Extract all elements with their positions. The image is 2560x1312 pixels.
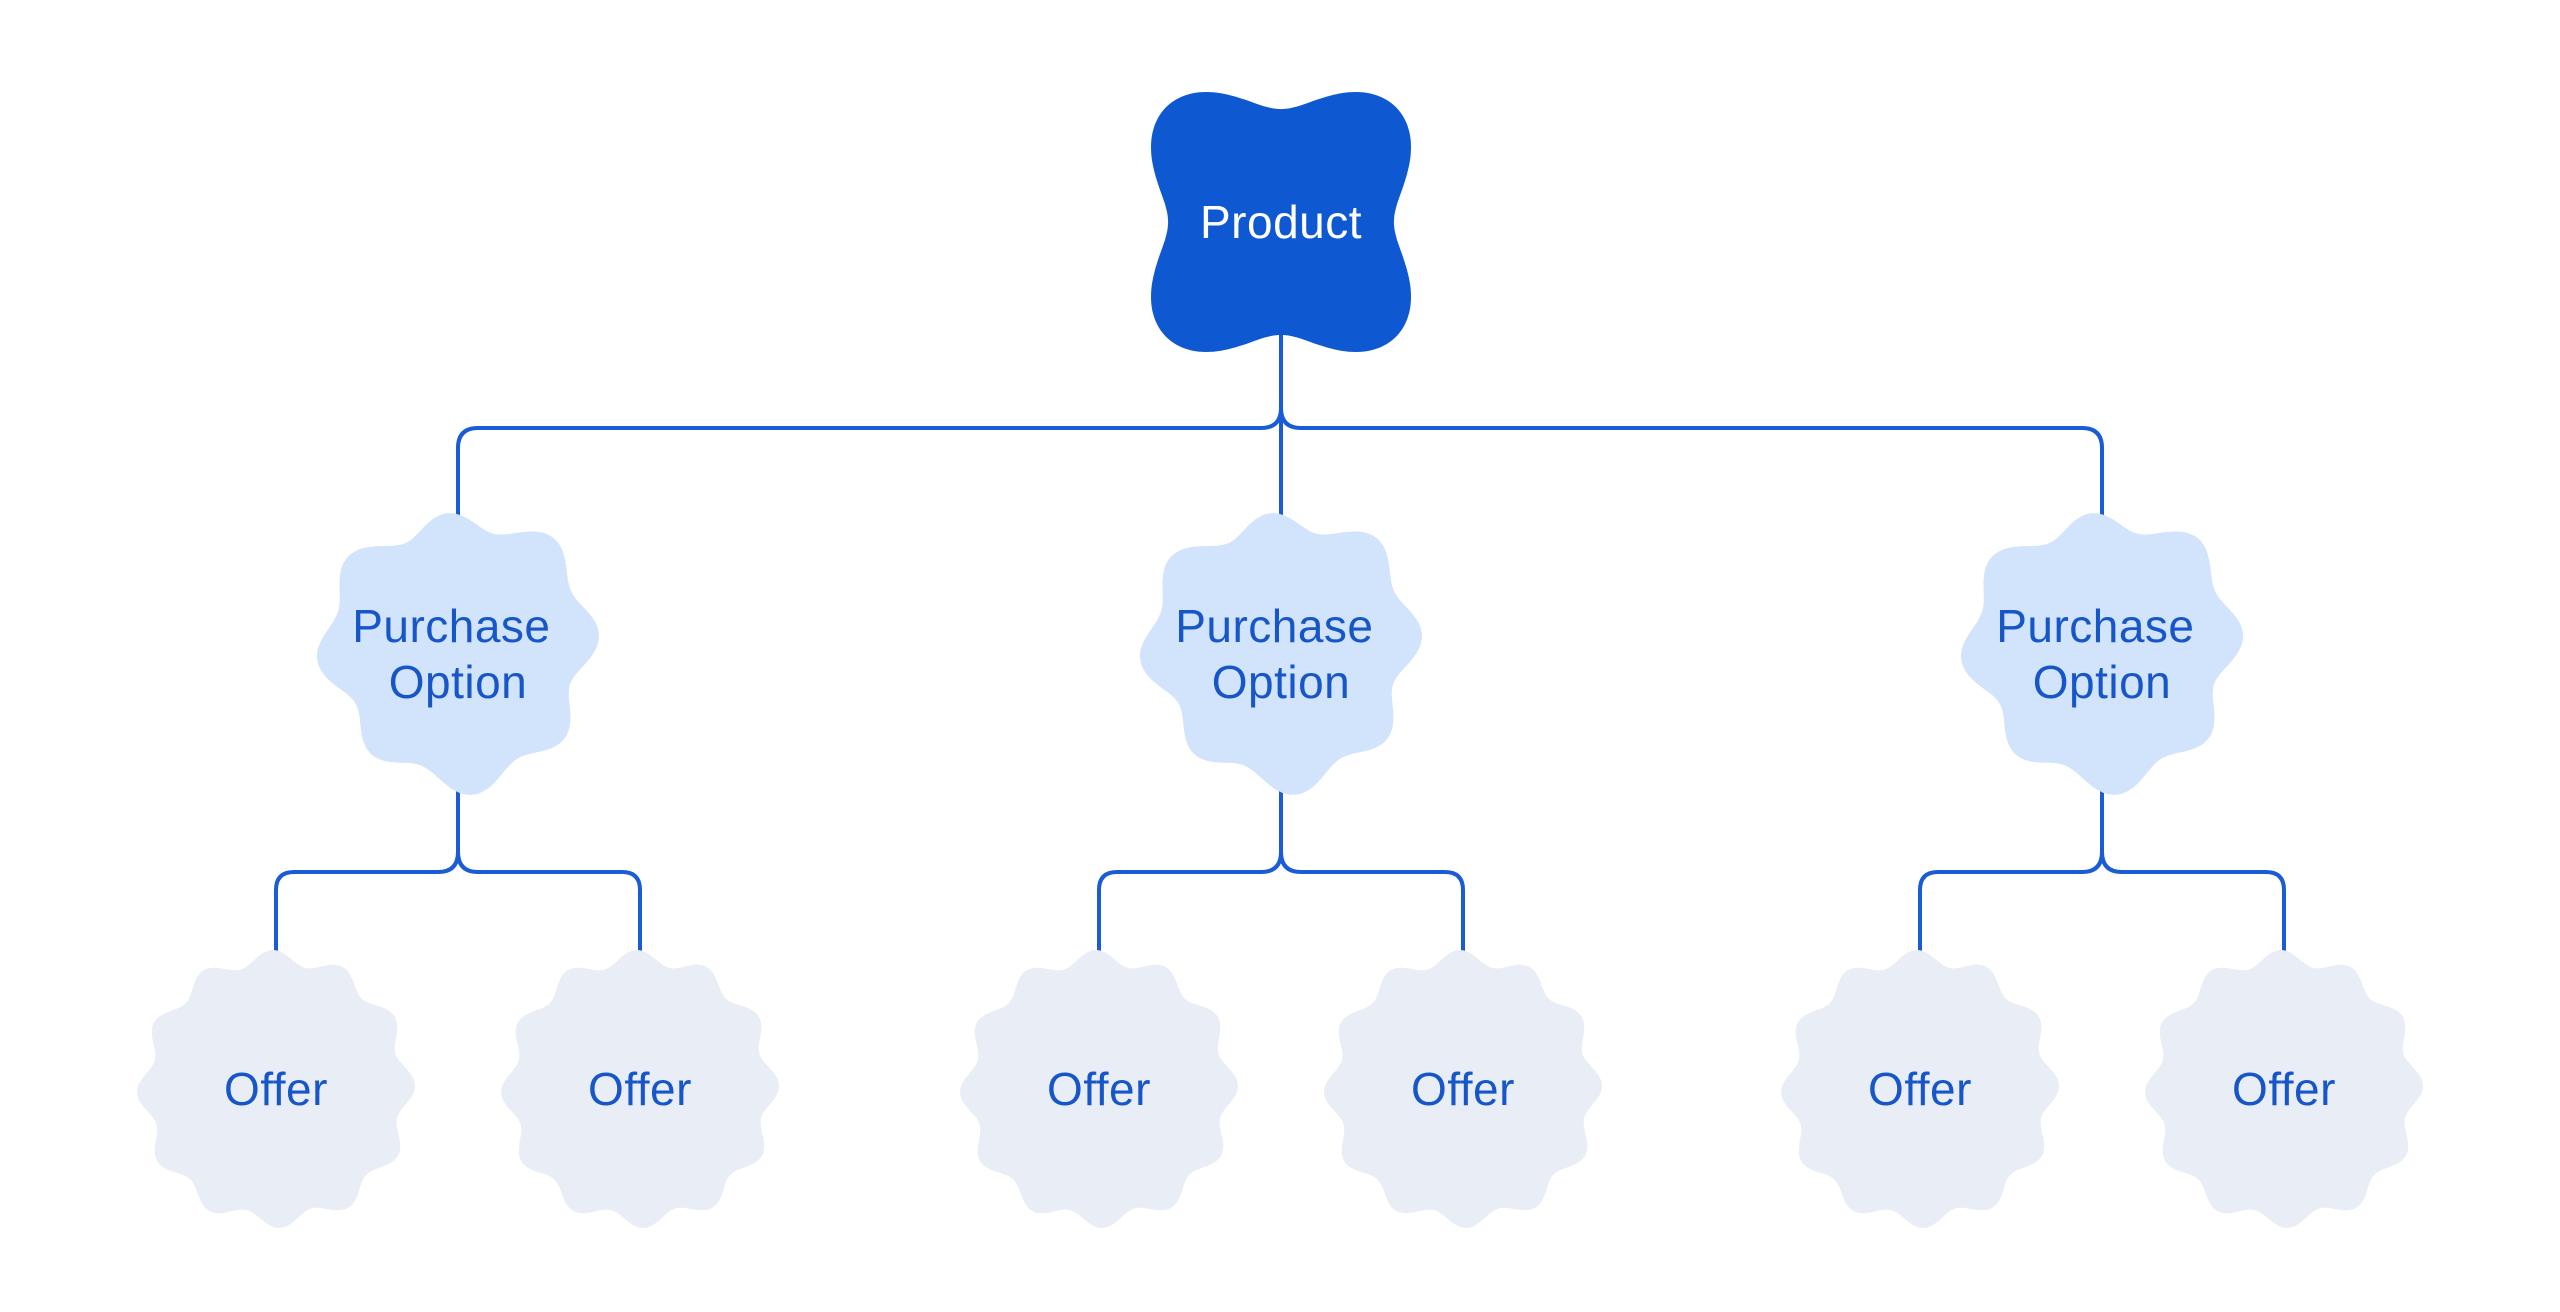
connector-po2-offer-right	[1279, 778, 1465, 962]
offer-6-label: Offer	[2232, 1063, 2336, 1115]
connectors	[274, 328, 2286, 962]
offer-blob-shape	[137, 950, 415, 1228]
purchase-option-3-label-line2: Option	[2033, 656, 2172, 708]
node-purchase-option-1: Purchase Option	[317, 513, 599, 795]
node-offer-3: Offer	[960, 950, 1238, 1228]
purchase-option-2-label-line1: Purchase	[1175, 600, 1373, 652]
product-blob-shape	[1151, 92, 1411, 352]
node-purchase-option-3: Purchase Option	[1961, 513, 2243, 795]
offer-blob-shape	[1781, 950, 2059, 1228]
node-offer-4: Offer	[1324, 950, 1602, 1228]
connector-po2-offer-left	[1097, 778, 1283, 962]
connector-po1-offer-right	[456, 778, 642, 962]
offer-blob-shape	[1324, 950, 1602, 1228]
offer-blob-shape	[501, 950, 779, 1228]
node-purchase-option-2: Purchase Option	[1140, 513, 1422, 795]
node-offer-1: Offer	[137, 950, 415, 1228]
purchase-option-3-label-line1: Purchase	[1996, 600, 2194, 652]
purchase-option-blob-shape	[1140, 513, 1422, 795]
offer-blob-shape	[960, 950, 1238, 1228]
purchase-option-1-label-line1: Purchase	[352, 600, 550, 652]
offer-blob-shape	[2145, 950, 2423, 1228]
offer-5-label: Offer	[1868, 1063, 1972, 1115]
product-label: Product	[1200, 196, 1362, 248]
purchase-option-2-label-line2: Option	[1212, 656, 1351, 708]
connector-po1-offer-left	[274, 778, 460, 962]
offer-4-label: Offer	[1411, 1063, 1515, 1115]
connector-rail-right	[1279, 406, 2104, 542]
node-offer-2: Offer	[501, 950, 779, 1228]
connector-po3-offer-right	[2100, 778, 2286, 962]
purchase-option-2-label: Purchase Option	[1175, 600, 1387, 708]
offer-1-label: Offer	[224, 1063, 328, 1115]
connector-po3-offer-left	[1918, 778, 2104, 962]
node-product: Product	[1151, 92, 1411, 352]
node-offer-6: Offer	[2145, 950, 2423, 1228]
purchase-option-1-label-line2: Option	[389, 656, 528, 708]
offer-3-label: Offer	[1047, 1063, 1151, 1115]
purchase-option-blob-shape	[317, 513, 599, 795]
purchase-option-blob-shape	[1961, 513, 2243, 795]
purchase-option-1-label: Purchase Option	[352, 600, 564, 708]
purchase-option-3-label: Purchase Option	[1996, 600, 2208, 708]
node-offer-5: Offer	[1781, 950, 2059, 1228]
connector-rail-left	[456, 406, 1283, 542]
offer-2-label: Offer	[588, 1063, 692, 1115]
